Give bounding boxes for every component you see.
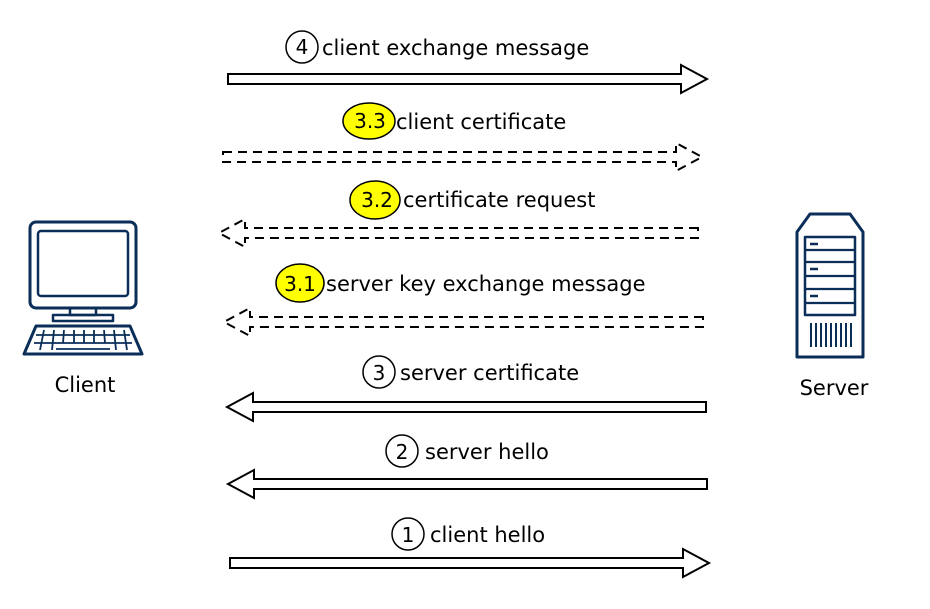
step-label: server certificate [400,361,579,385]
step-number: 1 [402,523,415,547]
step-number-badge [285,30,319,64]
step-number-badge [362,355,396,389]
step-number-badge-highlight [275,263,325,303]
step-label: certificate request [403,188,595,212]
arrow-to-client [225,468,708,500]
arrow-to-client [224,391,707,423]
client-label: Client [55,373,116,397]
step-3-1-server-key-exchange-message: 3.1 server key exchange message [221,263,704,338]
step-number: 4 [296,35,309,59]
server-tower-icon [795,212,865,359]
arrow-to-server [227,63,710,95]
dashed-arrow-to-client [221,306,704,338]
step-3-2-certificate-request: 3.2 certificate request [216,180,699,249]
step-1-client-hello: 1 client hello [229,517,712,579]
dashed-arrow-to-server [222,141,705,173]
step-number: 3.1 [284,272,316,296]
step-label: client certificate [396,110,566,134]
step-number: 3 [373,361,386,385]
step-label: server hello [425,440,549,464]
step-2-server-hello: 2 server hello [225,434,708,500]
step-number-badge-highlight [349,180,401,220]
arrow-to-server [229,547,712,579]
client-computer-icon [22,220,144,356]
step-3-server-certificate: 3 server certificate [224,355,707,423]
step-3-3-client-certificate: 3.3 client certificate [222,102,705,173]
step-number: 3.2 [361,188,393,212]
step-4-client-exchange-message: 4 client exchange message [227,30,710,95]
step-number: 3.3 [354,109,386,133]
step-number-badge [385,434,419,468]
step-label: client exchange message [322,36,589,60]
step-label: server key exchange message [326,272,646,296]
server-label: Server [800,376,869,400]
step-label: client hello [430,523,545,547]
step-number-badge-highlight [342,102,396,140]
step-number-badge [391,517,425,551]
dashed-arrow-to-client [216,217,699,249]
step-number: 2 [396,440,409,464]
